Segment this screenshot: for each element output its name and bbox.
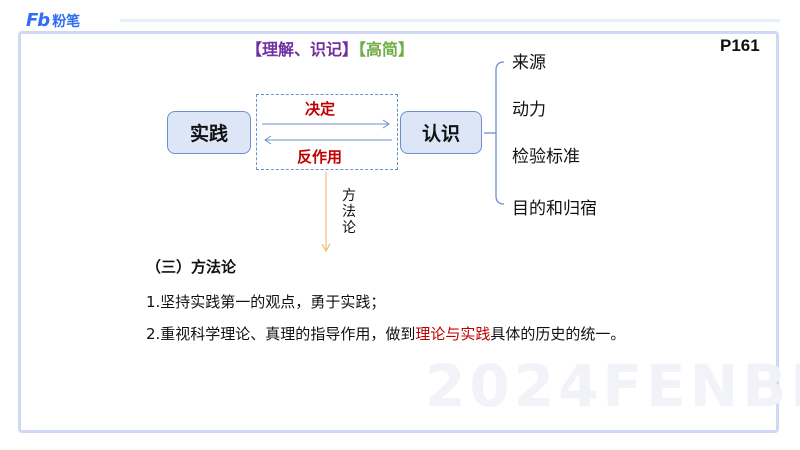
relation-box	[256, 94, 398, 170]
page-number: P161	[720, 36, 760, 55]
watermark: 2024FENBI	[425, 352, 800, 420]
point-2: 2.重视科学理论、真理的指导作用，做到理论与实践具体的历史的统一。	[146, 323, 625, 344]
arrow-reacts-head	[264, 135, 272, 145]
slide-frame	[18, 31, 779, 433]
arrow-methodology-head	[321, 243, 331, 253]
methodology-char: 方	[342, 188, 356, 204]
point-1: 1.坚持实践第一的观点，勇于实践；	[146, 293, 386, 311]
label-reacts: 反作用	[297, 148, 343, 166]
point-2-highlight: 理论与实践	[415, 325, 491, 343]
point-2-text-end: 具体的历史的统一。	[490, 325, 626, 343]
point-2-text: 2.重视科学理论、真理的指导作用，做到	[146, 325, 416, 343]
fenbi-logo: Fb 粉笔	[26, 10, 80, 31]
role-motive: 动力	[512, 100, 546, 120]
logo-name: 粉笔	[52, 13, 81, 30]
title-tag-understand: 【理解、识记】	[246, 40, 359, 59]
logo-fb-mark: Fb	[26, 10, 50, 31]
title-tag-level: 【高简】	[358, 40, 415, 59]
methodology-label: 方 法 论	[341, 188, 357, 236]
role-criterion: 检验标准	[512, 147, 580, 167]
bracket	[495, 61, 505, 205]
methodology-char: 论	[342, 220, 356, 236]
header-bar	[120, 19, 780, 22]
arrow-decides-head	[382, 119, 390, 129]
practice-box: 实践	[167, 111, 251, 154]
role-purpose: 目的和归宿	[512, 199, 597, 219]
slide-title: 【理解、识记】【高简】	[246, 36, 414, 60]
role-source: 来源	[512, 53, 546, 73]
section-heading: （三）方法论	[146, 258, 237, 276]
label-decides: 决定	[305, 100, 336, 118]
methodology-char: 法	[342, 204, 356, 220]
knowledge-box: 认识	[400, 111, 482, 154]
